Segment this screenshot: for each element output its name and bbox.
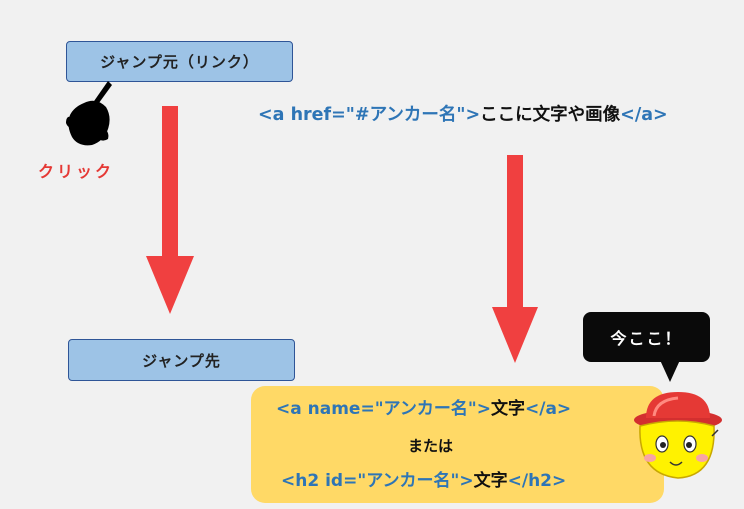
link-open-tag: <a href="#アンカー名"> [258, 105, 481, 125]
anchor-a-code-line: <a name="アンカー名">文字</a> [276, 394, 571, 419]
target-box-label: ジャンプ先 [142, 351, 221, 370]
speech-bubble-tail [660, 360, 680, 382]
source-box: ジャンプ元（リンク） [66, 41, 293, 82]
link-content: ここに文字や画像 [480, 105, 621, 125]
target-box: ジャンプ先 [68, 339, 295, 381]
anchor-code-panel [251, 386, 664, 503]
anchor-h2-open-tag: <h2 id="アンカー名"> [281, 471, 474, 491]
anchor-h2-code-line: <h2 id="アンカー名">文字</h2> [281, 466, 566, 491]
anchor-a-close-tag: </a> [524, 399, 572, 419]
link-code-line: <a href="#アンカー名">ここに文字や画像</a> [258, 101, 668, 126]
down-arrow-left [146, 106, 194, 314]
down-arrow-right [492, 155, 538, 363]
or-label: または [408, 437, 454, 455]
anchor-h2-content: 文字 [473, 471, 508, 491]
speech-bubble-text: 今ここ！ [610, 329, 683, 348]
link-close-tag: </a> [620, 105, 668, 125]
mascot-character-icon [634, 392, 722, 479]
anchor-h2-close-tag: </h2> [507, 471, 567, 491]
source-box-label: ジャンプ元（リンク） [100, 53, 259, 71]
click-label: クリック [38, 162, 115, 181]
pointing-hand-icon [66, 81, 112, 146]
anchor-a-open-tag: <a name="アンカー名"> [276, 399, 491, 419]
speech-bubble: 今ここ！ [583, 312, 710, 362]
anchor-a-content: 文字 [490, 399, 525, 419]
